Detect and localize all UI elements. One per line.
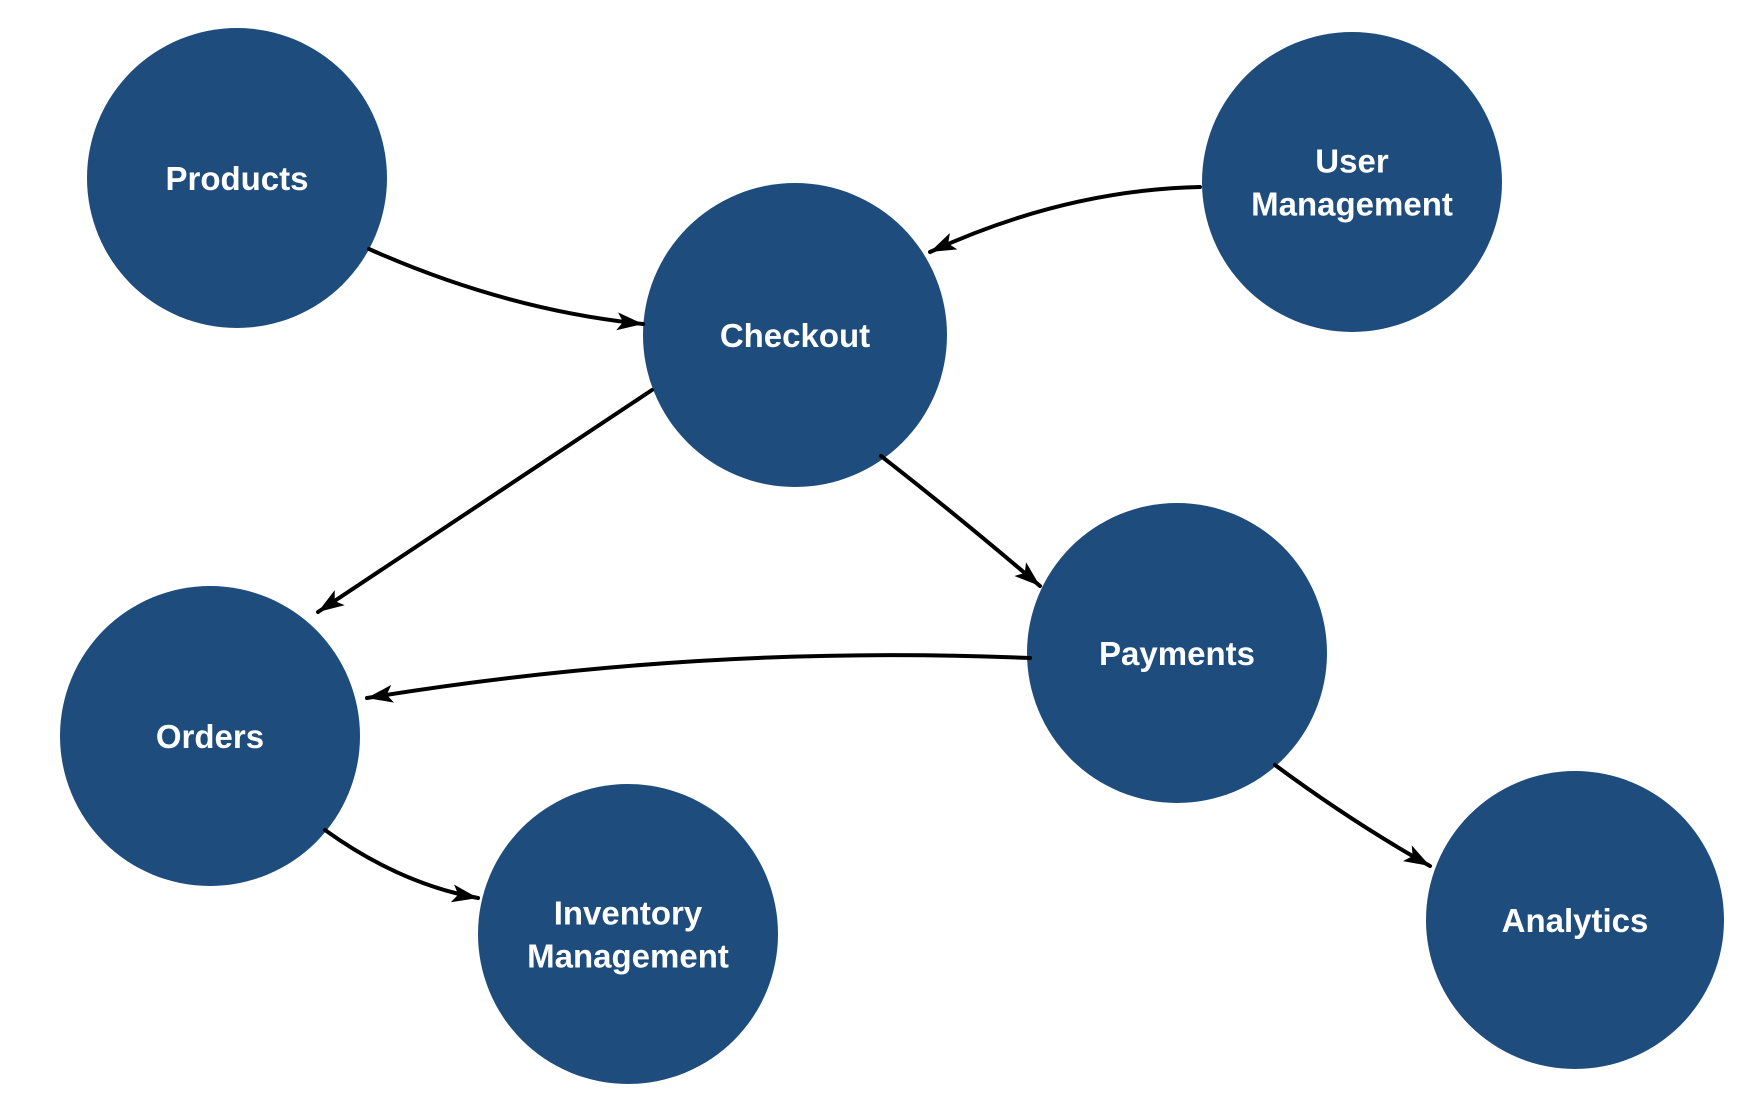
- edge-orders-to-inventory-management: [323, 828, 480, 903]
- node-circle-payments: [1027, 503, 1327, 803]
- node-label-payments: Payments: [1099, 635, 1255, 672]
- node-circle-user-management: [1202, 32, 1502, 332]
- edge-checkout-to-payments: [879, 454, 1042, 588]
- node-label-checkout: Checkout: [720, 317, 870, 354]
- node-analytics[interactable]: Analytics: [1426, 771, 1724, 1069]
- edge-products-to-checkout: [367, 247, 645, 331]
- node-label-orders: Orders: [156, 718, 264, 755]
- node-checkout[interactable]: Checkout: [643, 183, 947, 487]
- node-orders[interactable]: Orders: [60, 586, 360, 886]
- edge-checkout-to-orders: [316, 388, 654, 614]
- node-circle-analytics: [1426, 771, 1724, 1069]
- node-products[interactable]: Products: [87, 28, 387, 328]
- node-circle-checkout: [643, 183, 947, 487]
- node-payments[interactable]: Payments: [1027, 503, 1327, 803]
- node-circle-inventory-management: [478, 784, 778, 1084]
- node-label-analytics: Analytics: [1502, 902, 1649, 939]
- node-circle-products: [87, 28, 387, 328]
- edge-payments-to-analytics: [1273, 763, 1432, 868]
- node-circle-orders: [60, 586, 360, 886]
- node-label-products: Products: [165, 160, 308, 197]
- edge-payments-to-orders: [365, 653, 1032, 703]
- edge-user-management-to-checkout: [928, 185, 1202, 254]
